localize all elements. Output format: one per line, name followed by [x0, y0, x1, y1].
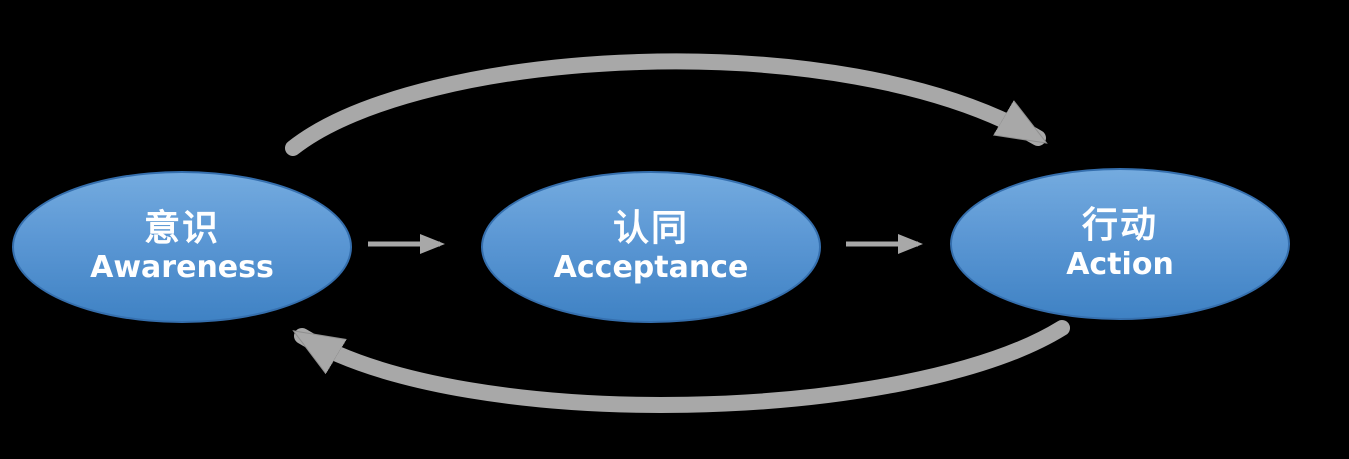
node-action-label-en: Action [1066, 246, 1174, 282]
node-action: 行动 Action [950, 168, 1290, 320]
node-acceptance-label-en: Acceptance [553, 249, 749, 285]
node-acceptance-label-zh: 认同 [612, 208, 689, 250]
node-acceptance: 认同 Acceptance [481, 171, 821, 323]
bottom-cycle-arrow [302, 320, 1070, 413]
node-awareness: 意识 Awareness [12, 171, 352, 323]
node-awareness-label-en: Awareness [90, 249, 274, 285]
node-action-label-zh: 行动 [1081, 205, 1158, 247]
top-cycle-arrow [285, 53, 1038, 156]
node-awareness-label-zh: 意识 [143, 208, 220, 250]
